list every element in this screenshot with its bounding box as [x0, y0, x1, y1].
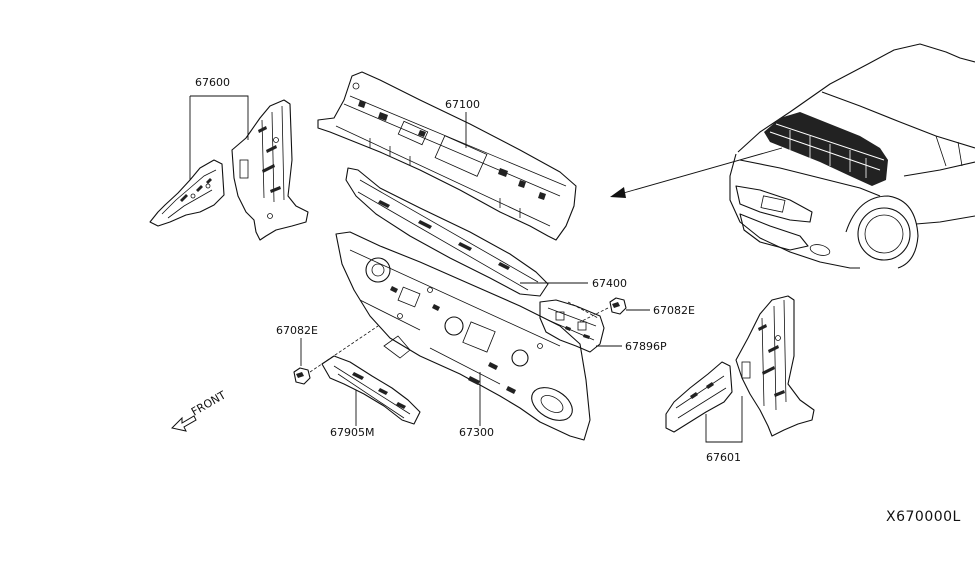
part-number-67082e-right: 67082E [653, 304, 695, 317]
part-number-67300: 67300 [459, 426, 494, 439]
clip-67082e-left-dashline [309, 325, 379, 373]
part-number-67100: 67100 [445, 98, 480, 111]
leader-67601 [705, 396, 743, 443]
part-67300-drawing [335, 231, 591, 441]
part-67905m-drawing [321, 335, 421, 425]
vehicle-location-view [729, 43, 975, 269]
part-number-67400: 67400 [592, 277, 627, 290]
diagram-code: X670000L [886, 509, 961, 525]
part-67600-drawing [149, 99, 309, 241]
part-number-67600: 67600 [195, 76, 230, 89]
front-direction-indicator: FRONT [170, 388, 228, 432]
clip-67082e-right-dashline [579, 307, 609, 323]
part-number-67601: 67601 [706, 451, 741, 464]
part-67400-drawing [345, 167, 549, 297]
clip-67082e-right-dashline-2 [567, 301, 599, 319]
front-label: FRONT [189, 388, 228, 418]
part-number-67082e-left: 67082E [276, 324, 318, 337]
part-67896p-drawing [539, 299, 605, 353]
part-number-67905m: 67905M [330, 426, 374, 439]
location-arrow [610, 147, 783, 198]
clip-67082e-right [609, 297, 627, 315]
part-number-67896p: 67896P [625, 340, 667, 353]
part-67100-drawing [317, 71, 577, 241]
clip-67082e-left [293, 367, 311, 385]
part-67601-drawing [665, 295, 815, 437]
leader-67600 [189, 95, 249, 180]
